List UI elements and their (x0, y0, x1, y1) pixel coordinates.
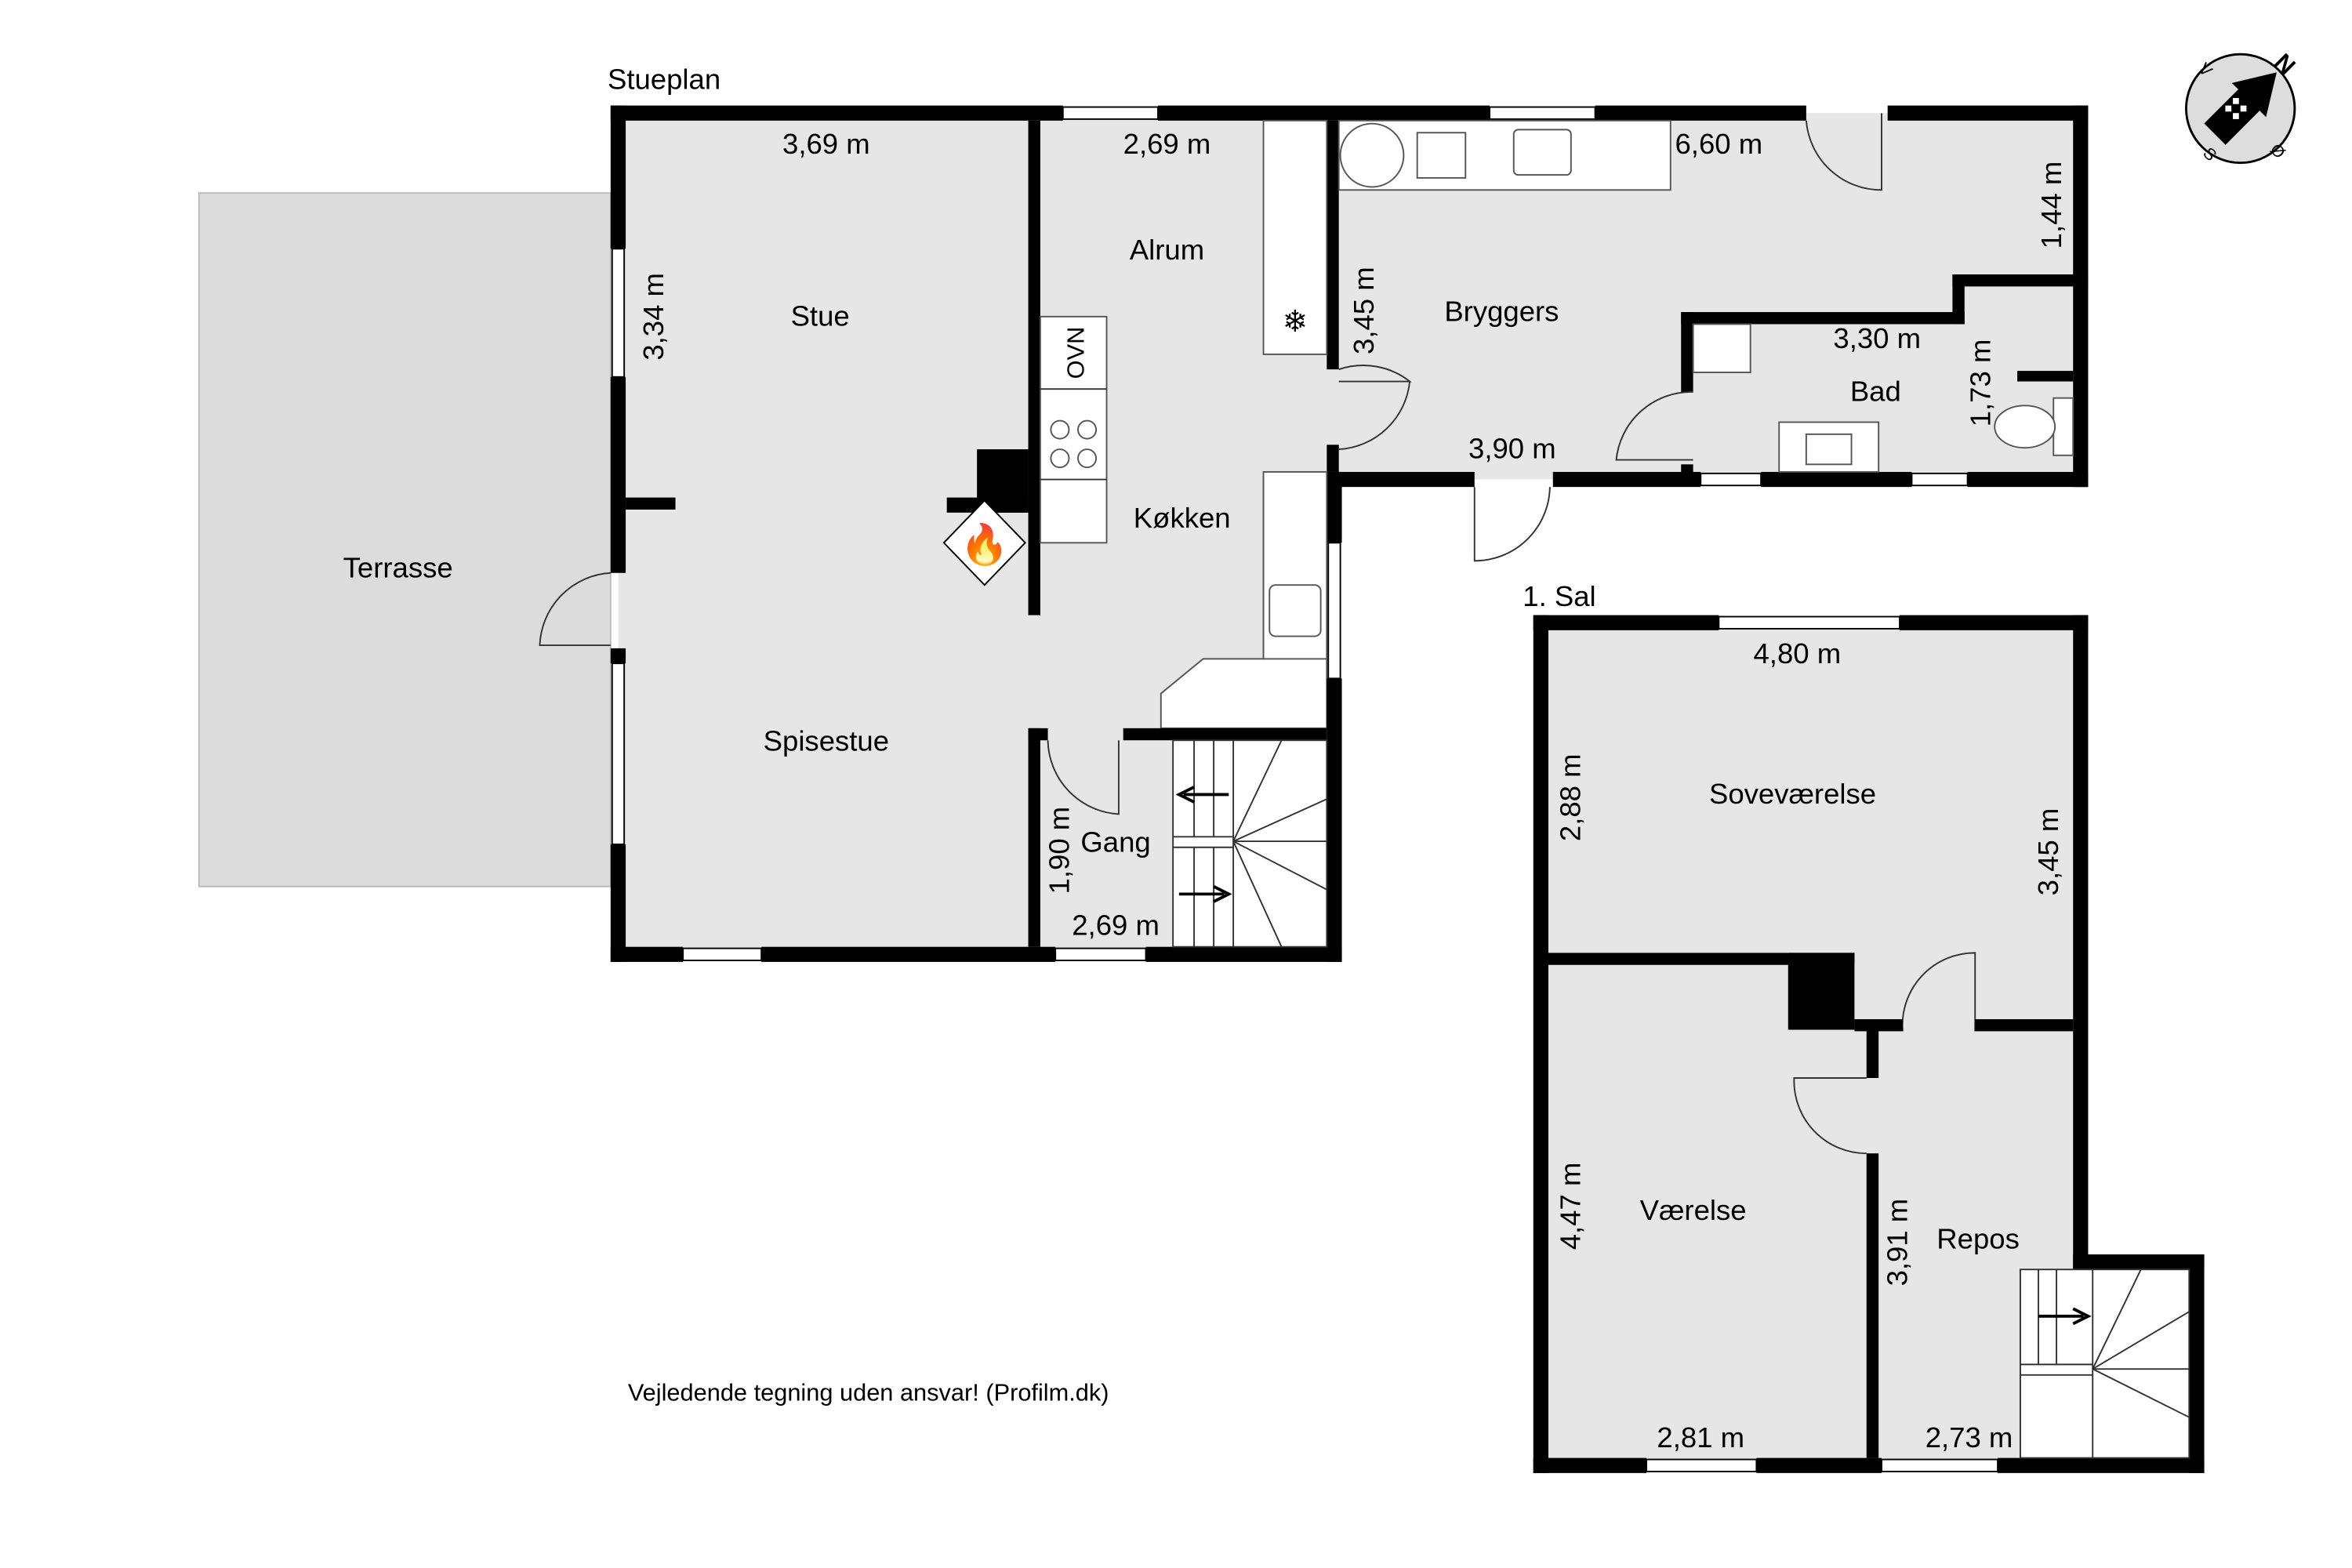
terrace-area (198, 192, 612, 887)
dim-stue-height: 3,34 m (637, 273, 670, 361)
dim-gang-width: 2,69 m (1072, 909, 1160, 941)
room-gang: Gang (1080, 826, 1150, 858)
room-spisestue: Spisestue (764, 725, 889, 757)
dim-bryggers-width: 6,60 m (1675, 128, 1762, 160)
fireplace-icon (942, 499, 1027, 586)
dim-sove-right: 3,45 m (2032, 808, 2064, 896)
dim-bryggers-height: 1,44 m (2035, 162, 2067, 249)
dim-sove-left: 2,88 m (1554, 753, 1586, 841)
upper-floor-walls (1533, 615, 2205, 1473)
ground-stairs (1172, 739, 1328, 948)
room-kokken: Køkken (1134, 502, 1231, 534)
utility-fixtures (1338, 119, 2074, 473)
ground-windows (611, 106, 1969, 961)
kitchen-fixtures: ❄ OVN 🔥 (942, 119, 1328, 660)
dim-bad-width: 3,30 m (1833, 322, 1921, 354)
room-terrasse: Terrasse (343, 552, 453, 584)
dim-gang-height: 1,90 m (1043, 807, 1075, 895)
dim-vaerelse-width: 2,81 m (1657, 1421, 1744, 1454)
room-stue: Stue (791, 299, 850, 332)
dim-bad-height: 1,73 m (1964, 339, 1996, 427)
stairs-arrow-left-icon (1175, 786, 1229, 804)
dim-alrum-height: 3,45 m (1348, 267, 1380, 354)
dim-repos-width: 2,73 m (1926, 1421, 2013, 1454)
freezer-icon: ❄ (1283, 305, 1308, 339)
oven-label: OVN (1062, 327, 1090, 379)
room-bad: Bad (1850, 376, 1901, 408)
room-sovevaerelse: Soveværelse (1709, 778, 1876, 810)
dim-repos-height: 3,91 m (1882, 1199, 1914, 1287)
ground-floor-walls (610, 105, 2089, 962)
compass-icon: N V S Ø (2185, 48, 2301, 165)
flame-icon: 🔥 (960, 522, 1009, 567)
dim-alrum-width: 2,69 m (1123, 128, 1211, 160)
stairs-arrow-right-icon (2038, 1307, 2092, 1326)
room-alrum: Alrum (1130, 234, 1204, 266)
dim-bryggers-bottom: 3,90 m (1468, 433, 1556, 465)
disclaimer: Vejledende tegning uden ansvar! (Profilm… (628, 1379, 1109, 1406)
ground-floor-title: Stueplan (608, 63, 720, 95)
room-bryggers: Bryggers (1444, 296, 1559, 328)
upper-floor-title: 1. Sal (1523, 580, 1595, 612)
dim-sove-width: 4,80 m (1753, 637, 1841, 670)
stairs-arrow-right-icon (1178, 885, 1232, 903)
room-repos: Repos (1936, 1222, 2020, 1254)
room-vaerelse: Værelse (1640, 1194, 1747, 1226)
dim-vaerelse-height: 4,47 m (1554, 1163, 1586, 1250)
dim-stue-width: 3,69 m (782, 128, 870, 160)
doors (539, 113, 1976, 1155)
upper-stairs (2019, 1269, 2190, 1459)
